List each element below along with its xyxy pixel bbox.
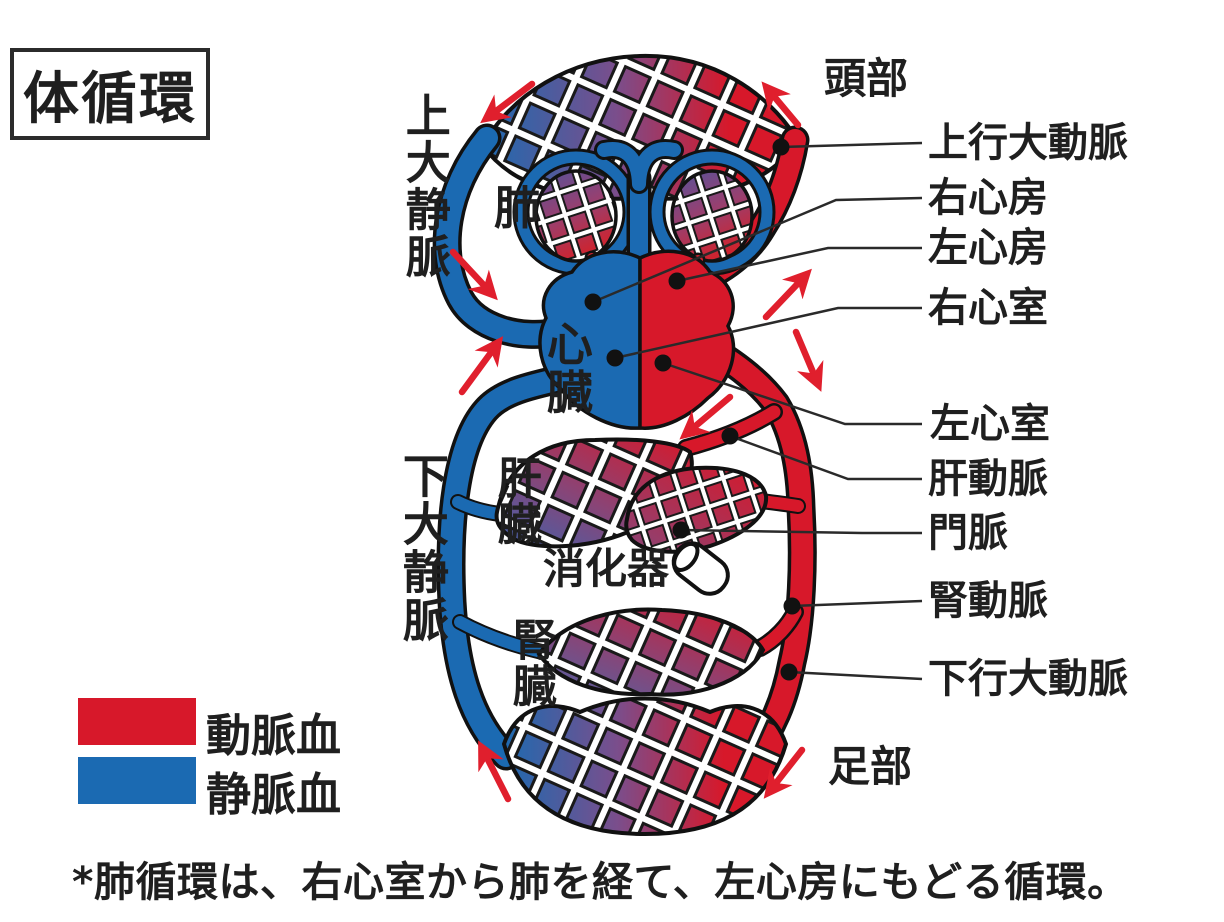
footnote: *肺循環は、右心室から肺を経て、左心房にもどる循環。 xyxy=(72,858,1129,906)
label-foot: 足部 xyxy=(828,742,913,791)
flow-arrow xyxy=(679,393,734,440)
label-anchor-dots xyxy=(584,138,801,681)
label-renal-artery: 腎動脈 xyxy=(928,578,1048,624)
legend-venous-label: 静脈血 xyxy=(206,768,342,821)
flow-arrow xyxy=(478,740,512,803)
label-descending-aorta: 下行大動脈 xyxy=(928,656,1128,702)
blood-flow-arrows xyxy=(449,80,824,803)
label-heart: 心臓 xyxy=(539,320,594,416)
label-ascending-aorta: 上行大動脈 xyxy=(928,120,1128,166)
digestive-organ-icon xyxy=(671,541,730,596)
flow-arrow xyxy=(458,336,504,396)
kidney-capillary-bed xyxy=(537,607,765,697)
heart-right-side-venous xyxy=(538,250,642,430)
label-portal-vein: 門脈 xyxy=(928,510,1008,556)
foot-capillary-bed xyxy=(502,696,788,836)
legend-arterial-label: 動脈血 xyxy=(206,709,342,762)
label-digestive-organs: 消化器 xyxy=(543,544,670,593)
label-inferior-vena-cava: 下大静脈 xyxy=(395,452,450,644)
legend-venous-row: 静脈血 xyxy=(78,757,378,821)
legend: 動脈血 静脈血 xyxy=(78,698,378,821)
title-box: 体循環 xyxy=(10,48,210,140)
renal-artery-vessel xyxy=(753,605,802,655)
label-superior-vena-cava: 上大静脈 xyxy=(397,92,451,280)
flow-arrow xyxy=(480,80,536,124)
label-lung: 肺 xyxy=(494,181,540,235)
label-hepatic-artery: 肝動脈 xyxy=(928,456,1048,502)
label-kidney: 腎臓 xyxy=(504,617,556,709)
label-right-ventricle: 右心室 xyxy=(928,285,1048,331)
label-left-ventricle: 左心室 xyxy=(930,401,1050,447)
label-head: 頭部 xyxy=(824,54,909,103)
label-left-atrium: 左心房 xyxy=(928,225,1048,271)
heart-shape xyxy=(538,249,736,430)
legend-arterial-row: 動脈血 xyxy=(78,698,378,762)
flow-arrow xyxy=(762,268,812,321)
page-title: 体循環 xyxy=(23,66,197,132)
label-right-atrium: 右心房 xyxy=(928,175,1048,221)
label-liver: 肝臓 xyxy=(489,455,541,547)
flow-arrow xyxy=(763,746,806,799)
flow-arrow xyxy=(761,81,802,129)
flow-arrow xyxy=(449,248,498,301)
flow-arrow xyxy=(792,328,824,392)
arterial-blood-swatch xyxy=(78,698,196,745)
venous-blood-swatch xyxy=(78,757,196,804)
leader-lines xyxy=(592,141,923,681)
